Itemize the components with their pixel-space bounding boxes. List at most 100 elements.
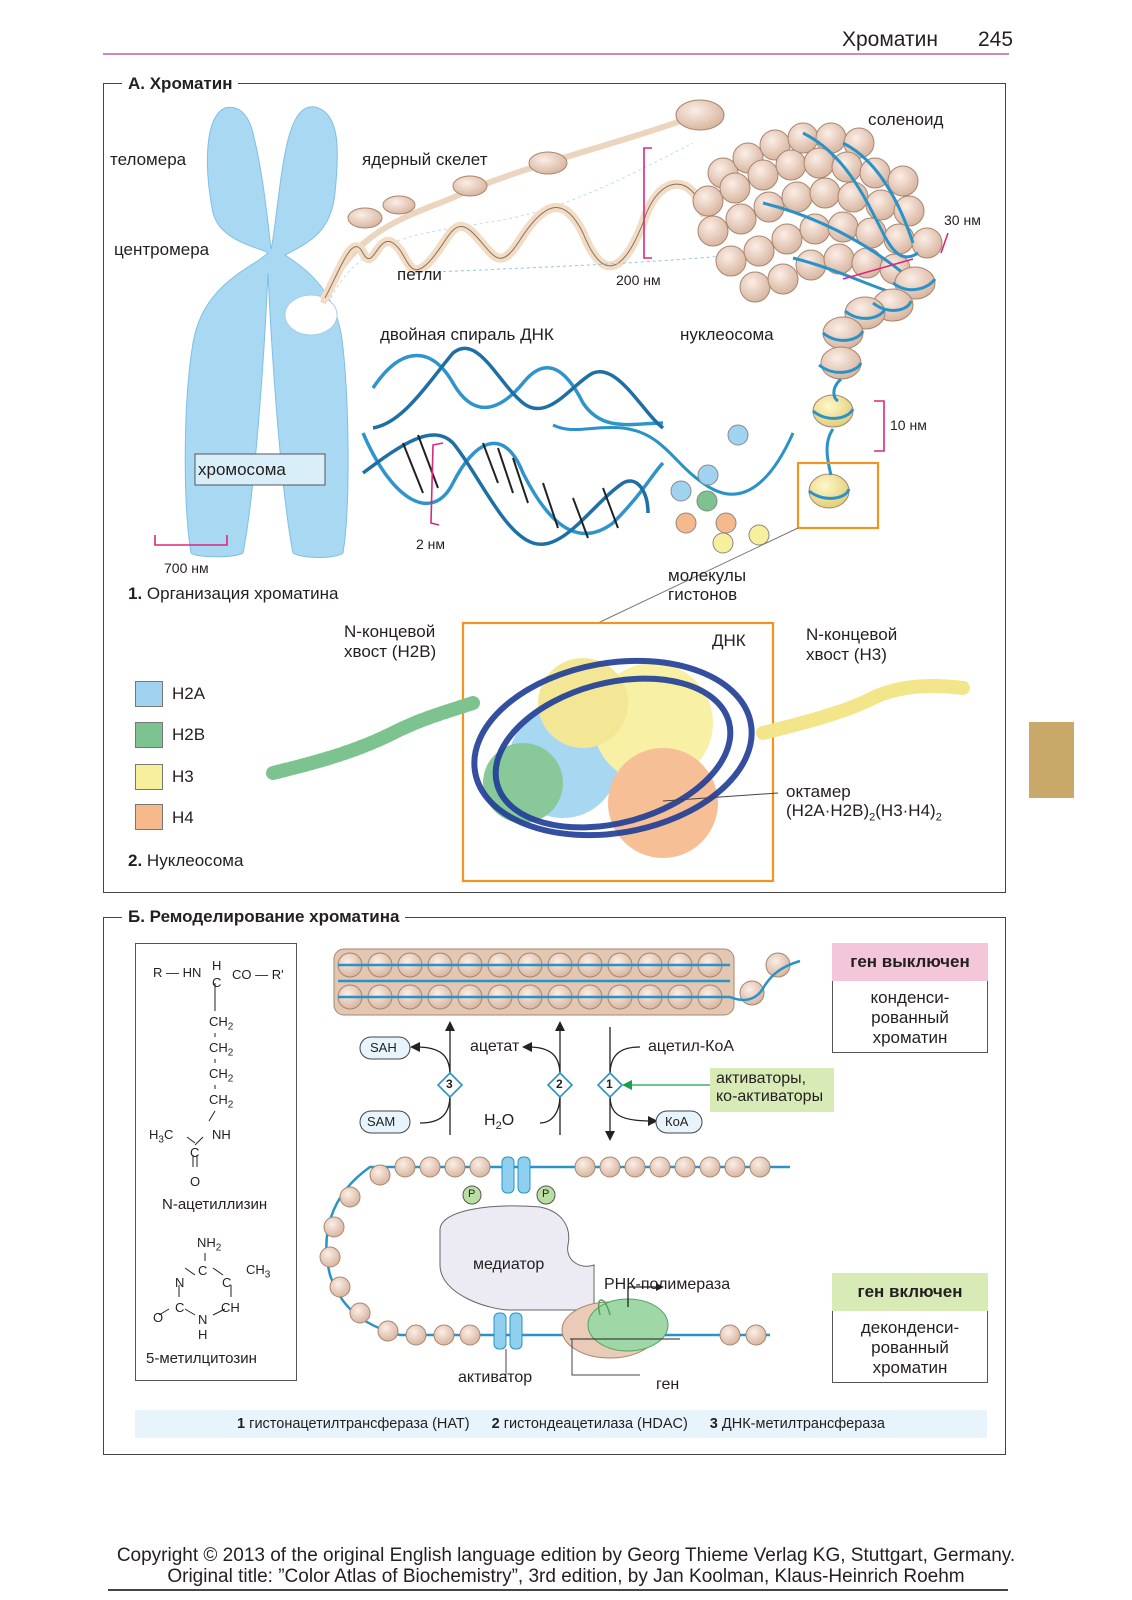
label-centromere: центромера	[114, 240, 210, 259]
label-acetyl-coa: ацетил-КоА	[648, 1038, 735, 1055]
chem-mc-nh2: NH2	[197, 1235, 221, 1254]
chem-mc-o: O	[153, 1310, 164, 1325]
section-a-title: А. Хроматин	[122, 74, 239, 94]
activators-box	[710, 1068, 834, 1112]
step-1-number: 1	[606, 1077, 613, 1091]
label-h2b-tail-1: N-концевой	[344, 622, 436, 641]
chem-mc-ch3: CH3	[246, 1262, 270, 1281]
label-dna-helix: двойная спираль ДНК	[380, 325, 554, 344]
octamer-part2: (H3·H4)	[875, 801, 936, 820]
gene-on-line3: хроматин	[872, 1358, 948, 1377]
chem-ch2-1: CH2	[209, 1014, 233, 1033]
label-mediator: медиатор	[473, 1256, 545, 1273]
footnote-text-3: ДНК-метилтрансфераза	[721, 1416, 885, 1432]
label-h2b-tail-2: хвост (H2B)	[344, 642, 437, 661]
dna-double-helix	[361, 346, 665, 547]
chem-mc-ch: CH	[221, 1300, 240, 1315]
chem-mc-c-right: C	[222, 1275, 232, 1290]
thumb-tab	[1029, 722, 1074, 798]
footnote-text-2: гистондеацетилаза (HDAC)	[503, 1416, 688, 1432]
acetyllysine-name: N-ацетиллизин	[162, 1196, 268, 1213]
gene-on-line2: рованный	[871, 1338, 949, 1357]
chem-h: H	[212, 958, 222, 973]
legend-swatch-h4	[135, 804, 163, 830]
chem-h3c-sub: 3	[158, 1134, 164, 1146]
chem-ch2-3-sub: 2	[227, 1073, 234, 1085]
subtitle-nucleosome: 2. Нуклеосома	[128, 851, 243, 871]
copyright-line-1: Copyright © 2013 of the original English…	[116, 1545, 1016, 1566]
chem-mc-c-left: C	[175, 1300, 185, 1315]
footnote-item-3: 3 ДНК-метилтрансфераза	[710, 1416, 885, 1432]
legend-swatch-h3	[135, 764, 163, 790]
gene-off-title: ген выключен	[832, 943, 988, 981]
chem-c: C	[212, 975, 222, 990]
label-coa: КоА	[665, 1114, 689, 1129]
label-octamer-2: (H2A·H2B)2(H3·H4)2	[786, 801, 942, 823]
label-activator: активатор	[458, 1369, 533, 1386]
footnote-item-1: 1 гистонацетилтрансфераза (НАТ)	[237, 1416, 470, 1432]
header-rule	[103, 53, 1009, 55]
chem-h3c-h: H	[149, 1127, 159, 1142]
methylcytosine-name: 5-метилцитозин	[146, 1350, 257, 1367]
legend-label-h4: H4	[172, 808, 194, 827]
label-sah: SAH	[370, 1040, 397, 1055]
label-loops: петли	[397, 265, 442, 284]
footnote-text-1: гистонацетилтрансфераза (НАТ)	[249, 1416, 470, 1432]
label-nucleosome: нуклеосома	[680, 325, 774, 344]
gene-off-line1: конденси-	[870, 988, 950, 1007]
copyright-rule	[108, 1589, 1008, 1591]
label-rna-polymerase: РНК-полимераза	[604, 1276, 731, 1293]
octamer-sub1: 2	[869, 811, 876, 824]
gene-off-line3: хроматин	[872, 1028, 948, 1047]
chem-mc-c-top: C	[198, 1263, 208, 1278]
chem-ch2-3: CH2	[209, 1066, 233, 1085]
chem-mc-nh: NH	[197, 1235, 216, 1250]
gene-off-line2: рованный	[871, 1008, 949, 1027]
footnote-num-1: 1	[237, 1416, 246, 1432]
chem-h3c: H3C	[149, 1127, 173, 1146]
label-700nm: 700 нм	[164, 560, 209, 576]
label-solenoid: соленоид	[868, 110, 944, 129]
copyright-line-2: Original title: ”Color Atlas of Biochemi…	[167, 1566, 965, 1587]
chem-o: O	[190, 1174, 201, 1189]
gene-on-line1: деконденси-	[860, 1318, 960, 1337]
chem-c2: C	[190, 1145, 200, 1160]
legend-label-h2b: H2B	[172, 725, 206, 744]
step-2-number: 2	[556, 1077, 563, 1091]
h2o-h: H	[484, 1112, 496, 1129]
running-title: Хроматин	[842, 28, 938, 51]
chem-mc-ch: CH	[246, 1262, 265, 1277]
subtitle-organization-text: Организация хроматина	[146, 584, 339, 603]
label-activators-2: ко-активаторы	[716, 1088, 824, 1105]
chem-ch2-3-ch: CH	[209, 1066, 228, 1081]
chemical-structures	[158, 983, 232, 1316]
chem-ch2-1-sub: 2	[227, 1021, 234, 1033]
chromosome-shape	[184, 106, 349, 558]
remodeling-diagram	[319, 948, 801, 1376]
footnote-num-3: 3	[709, 1416, 718, 1432]
enzyme-footnote: 1 гистонацетилтрансфераза (НАТ) 2 гистон…	[135, 1410, 987, 1438]
h2o-sub: 2	[495, 1120, 502, 1133]
section-b-frame	[103, 917, 1006, 1455]
footnote-item-2: 2 гистондеацетилаза (HDAC)	[492, 1416, 688, 1432]
label-octamer-1: октамер	[786, 782, 851, 801]
chem-mc-n-bottom: N	[198, 1312, 208, 1327]
chem-ch2-1-ch: CH	[209, 1014, 228, 1029]
label-acetate: ацетат	[470, 1038, 520, 1055]
label-gene: ген	[656, 1376, 680, 1393]
label-p-left: P	[468, 1188, 476, 1200]
label-nuclear-skeleton: ядерный скелет	[362, 150, 488, 169]
chem-ch2-2: CH2	[209, 1040, 233, 1059]
label-p-right: P	[542, 1188, 550, 1200]
legend-swatch-h2a	[135, 681, 163, 707]
legend-swatch-h2b	[135, 722, 163, 748]
label-activators-1: активаторы,	[716, 1070, 807, 1087]
chem-h3c-c: C	[163, 1127, 174, 1142]
subtitle-organization: 1. Организация хроматина	[128, 584, 338, 604]
legend-label-h3: H3	[172, 767, 194, 786]
label-h3-tail-2: хвост (H3)	[806, 645, 887, 664]
octamer-sub2: 2	[935, 811, 942, 824]
label-10nm: 10 нм	[890, 417, 927, 433]
section-b-title: Б. Ремоделирование хроматина	[122, 907, 406, 927]
chem-ch2-4-ch: CH	[209, 1092, 228, 1107]
